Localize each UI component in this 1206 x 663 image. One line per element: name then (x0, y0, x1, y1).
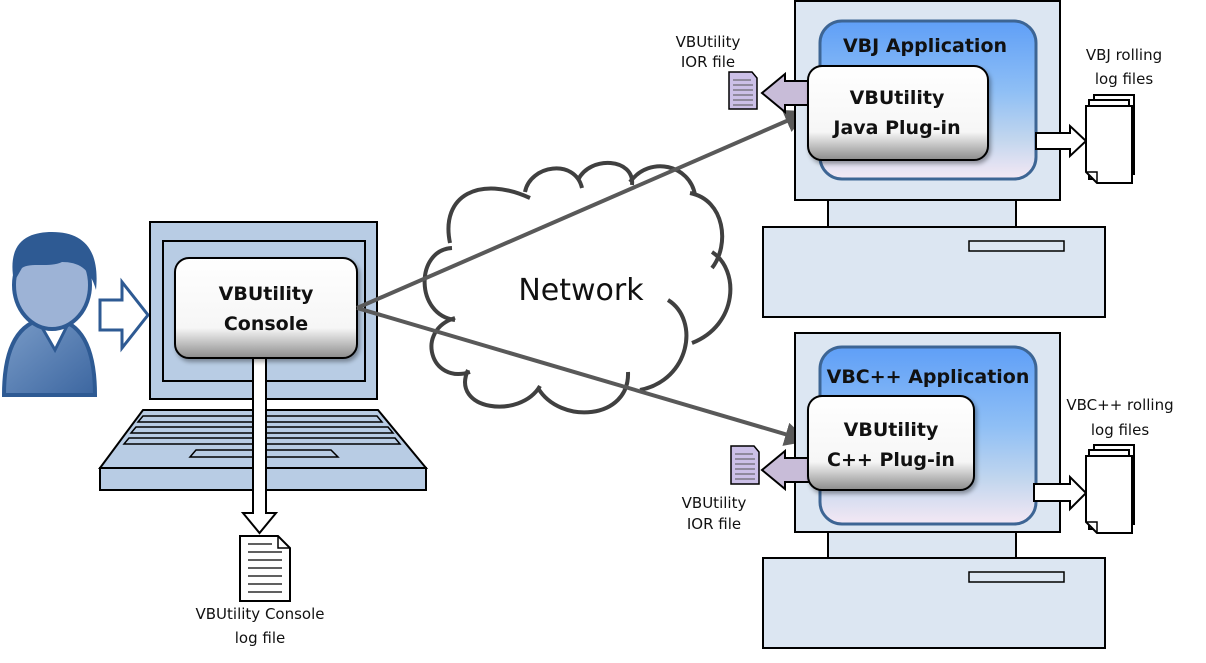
console-log-label-line2: log file (235, 629, 285, 647)
vbcpp-plugin-line2: C++ Plug-in (827, 449, 955, 471)
vbcpp-plugin-box[interactable]: VBUtility C++ Plug-in (807, 395, 975, 491)
link-console-to-vbcpp (356, 306, 809, 446)
vbcpp-app-title: VBC++ Application (827, 366, 1030, 388)
vbj-app-title: VBJ Application (843, 35, 1007, 57)
vbj-logs-label-line2: log files (1095, 70, 1153, 88)
network-cloud-icon (422, 161, 733, 415)
vbj-ior-file-icon (728, 71, 758, 110)
vbj-plugin-line1: VBUtility (850, 87, 945, 109)
vbj-ior-arrow (760, 71, 811, 115)
vbj-logs-label-line1: VBJ rolling (1086, 46, 1162, 64)
console-title-line2: Console (224, 313, 308, 335)
vbj-logs-arrow (1035, 123, 1088, 159)
console-log-label-line1: VBUtility Console (196, 605, 325, 623)
vbcpp-ior-label-line1: VBUtility (682, 494, 747, 512)
vbcpp-rolling-logs-icon (1085, 444, 1135, 534)
vbcpp-logs-label-line2: log files (1091, 421, 1149, 439)
vbcpp-ior-file-icon (730, 445, 760, 485)
console-box[interactable]: VBUtility Console (174, 257, 358, 359)
vbj-rolling-logs-icon (1085, 94, 1135, 184)
vbcpp-ior-label-line2: IOR file (687, 515, 741, 533)
vbcpp-plugin-line1: VBUtility (844, 419, 939, 441)
user-to-console-arrow (98, 277, 150, 353)
vbj-plugin-box[interactable]: VBUtility Java Plug-in (807, 65, 989, 161)
vbcpp-logs-label-line1: VBC++ rolling (1066, 396, 1173, 414)
vbj-ior-label-line2: IOR file (681, 53, 735, 71)
console-to-log-arrow (240, 356, 279, 535)
vbcpp-logs-arrow (1033, 474, 1088, 512)
vbcpp-ior-arrow (760, 448, 811, 492)
user-icon (1, 232, 98, 397)
console-log-file-icon (239, 535, 291, 602)
network-label: Network (518, 273, 644, 308)
link-console-to-vbj (356, 109, 809, 310)
vbj-plugin-line2: Java Plug-in (831, 117, 960, 139)
console-title-line1: VBUtility (219, 283, 314, 305)
vbj-ior-label-line1: VBUtility (676, 33, 741, 51)
